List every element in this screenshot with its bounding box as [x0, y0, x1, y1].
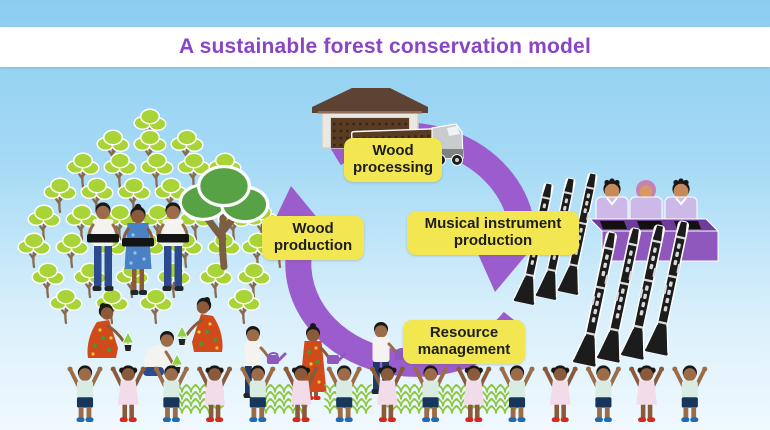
clarinets-leaning [571, 218, 698, 368]
tree-icon [227, 288, 261, 325]
sprout-icon [446, 384, 458, 393]
sprout-icon [499, 405, 511, 414]
sprout-icon [269, 398, 281, 407]
child-girl-figure [540, 363, 580, 424]
sprout-icon [194, 405, 206, 414]
title-band: A sustainable forest conservation model [0, 27, 770, 67]
sprout-icon [481, 405, 493, 414]
sprout-icon [185, 391, 197, 400]
sprout-icon [194, 398, 206, 407]
sprout-icon [446, 405, 458, 414]
sprout-icon [446, 398, 458, 407]
label-wood-processing: Wood processing [344, 138, 442, 182]
child-boy-figure [670, 363, 710, 424]
sprout-icon [499, 398, 511, 407]
sprout-icon [351, 384, 363, 393]
sprout-icon [360, 384, 372, 393]
label-resource-management: Resource management [403, 320, 525, 364]
sprout-icon [490, 405, 502, 414]
label-wood-production: Wood production [262, 216, 364, 260]
sprout-icon [278, 405, 290, 414]
sprout-icon [360, 391, 372, 400]
sprout-icon [269, 384, 281, 393]
sprout-icon [185, 405, 197, 414]
sprout-icon [481, 391, 493, 400]
sprout-icon [404, 384, 416, 393]
sprout-icon [490, 398, 502, 407]
sprout-icon [324, 405, 336, 414]
sprout-icon [351, 405, 363, 414]
sprout-icon [360, 398, 372, 407]
sprout-icon [455, 384, 467, 393]
sprout-icon [194, 384, 206, 393]
sprout-icon [490, 391, 502, 400]
sprout-icon [490, 384, 502, 393]
child-boy-figure [65, 363, 105, 424]
sprout-icon [437, 405, 449, 414]
sprout-icon [446, 391, 458, 400]
sprout-icon [437, 391, 449, 400]
sprout-icon [455, 405, 467, 414]
tree-icon [49, 288, 83, 325]
label-musical-instrument-production: Musical instrument production [407, 211, 579, 255]
sprout-icon [404, 405, 416, 414]
sprout-icon [269, 391, 281, 400]
kneeling-planter-figure [87, 303, 133, 358]
workshop-worker-figure [664, 177, 698, 224]
sprout-icon [324, 391, 336, 400]
sprout-icon [395, 384, 407, 393]
kneeling-planter-figure [177, 297, 223, 352]
workshop-worker-figure [595, 177, 629, 224]
sprout-icon [185, 398, 197, 407]
tree-icon [199, 262, 233, 299]
workshop-worker-hijab-figure [629, 179, 663, 224]
sprout-icon [437, 384, 449, 393]
sprout-icon [413, 391, 425, 400]
sprout-icon [351, 391, 363, 400]
sprout-icon [395, 405, 407, 414]
sprout-icon [278, 384, 290, 393]
sprout-icon [324, 398, 336, 407]
sprout-icon [324, 384, 336, 393]
sprout-icon [499, 391, 511, 400]
sprout-icon [278, 391, 290, 400]
child-girl-figure [627, 363, 667, 424]
sprout-icon [360, 405, 372, 414]
child-girl-figure [108, 363, 148, 424]
sprout-icon [413, 398, 425, 407]
sprout-icon [269, 405, 281, 414]
sprout-icon [278, 398, 290, 407]
sprout-icon [413, 405, 425, 414]
sprout-icon [404, 391, 416, 400]
sprout-icon [351, 398, 363, 407]
page-title: A sustainable forest conservation model [179, 35, 591, 58]
child-girl-figure [281, 363, 321, 424]
child-boy-figure [583, 363, 623, 424]
shed-roof-icon [312, 88, 428, 113]
sprout-icon [185, 384, 197, 393]
sprout-icon [481, 384, 493, 393]
sprout-icon [194, 391, 206, 400]
sprout-icon [404, 398, 416, 407]
sprout-icon [395, 391, 407, 400]
sprout-icon [437, 398, 449, 407]
sprout-icon [395, 398, 407, 407]
